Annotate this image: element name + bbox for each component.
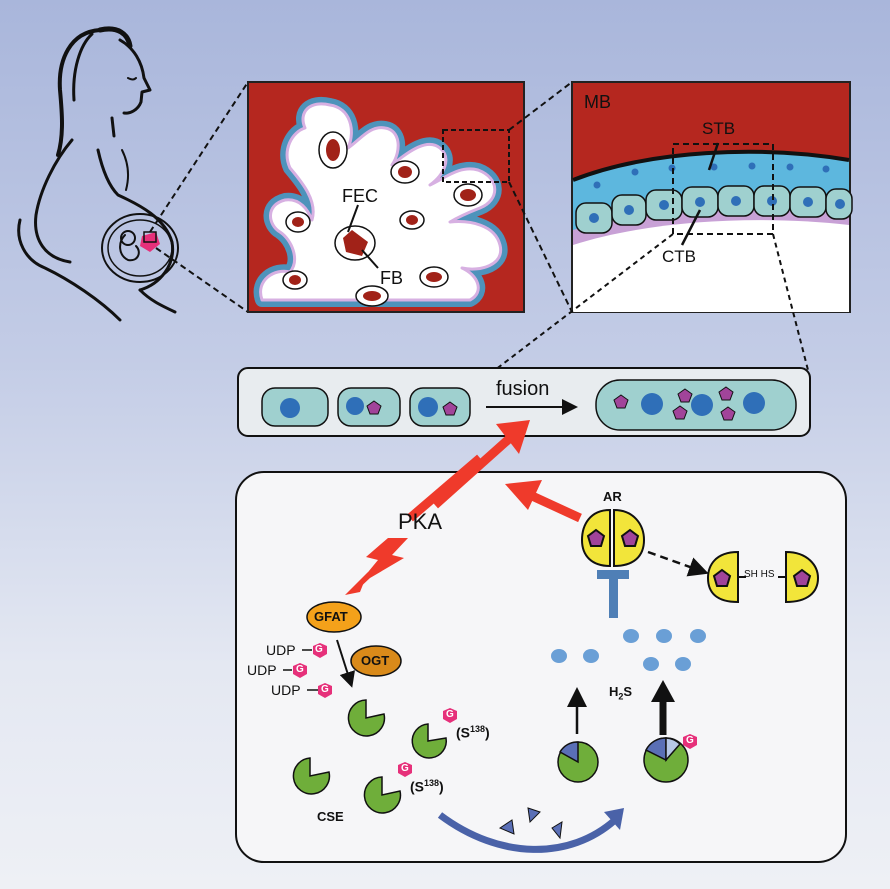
fb-label: FB [380,268,404,288]
fec-label: FEC [342,186,378,206]
villi-panel [247,81,525,313]
glyco-g-6: G [686,735,694,746]
pka-to-fusion-arrow [432,434,513,509]
h2s-molecules [551,629,706,671]
ar-to-pka-arrow [528,490,582,523]
zoom-line-1 [149,81,249,233]
androgen-receptor-icon [580,508,646,568]
zoom-line-2 [155,247,249,313]
glyco-g-2: G [296,664,304,675]
ar-split-sh-icon [706,550,820,604]
villi-zoom-box [442,129,510,183]
pregnant-woman-illustration [17,26,179,322]
sh-hs-label: SH HS [744,569,775,580]
cse-cleaved-icons [557,737,689,783]
gfat-enzyme-icon [306,601,362,633]
inhibition-icon [597,570,629,618]
s138-label-2: (S138) [410,778,444,795]
mb-label: MB [584,92,611,112]
stb-label: STB [702,119,736,138]
glyco-g-4: G [446,709,454,720]
pka-label: PKA [398,509,443,534]
cse-enzyme-icons [292,699,448,814]
ogt-label: OGT [361,653,390,668]
mechanism-panel [235,471,847,863]
membrane-zoom-box [672,143,774,235]
cse-label: CSE [317,809,344,824]
h2s-label: H2S [609,684,633,702]
lightning-activation-icon [355,538,408,592]
ctb-label: CTB [662,247,696,266]
s138-label-1: (S138) [456,724,490,741]
glycosylation-icons [293,643,697,777]
fusion-label: fusion [496,378,550,400]
cleavage-curved-arrow [437,812,618,853]
glyco-g-1: G [315,644,323,655]
ogt-enzyme-icon [350,645,402,677]
glyco-g-3: G [321,684,329,695]
fusion-panel [237,367,811,437]
glyco-g-5: G [401,763,409,774]
membrane-panel [571,81,853,313]
udp-label-3: UDP [271,682,301,698]
udp-label-2: UDP [247,662,277,678]
ar-label: AR [603,489,622,504]
gfat-label: GFAT [314,609,348,624]
udp-label-1: UDP [266,642,296,658]
cleaved-fragments [498,807,563,840]
